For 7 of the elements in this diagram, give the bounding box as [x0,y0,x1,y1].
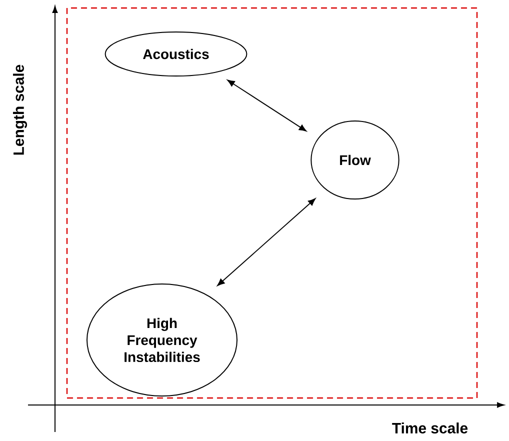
axis-label: Length scale [13,64,27,155]
ellipse-node: Acoustics [104,32,248,76]
ellipse-node: Flow [310,120,400,200]
double-arrow [217,198,316,286]
ellipse-node: High Frequency Instabilities [86,284,238,396]
double-arrow [227,80,307,132]
axis-label: Time scale [392,422,468,434]
